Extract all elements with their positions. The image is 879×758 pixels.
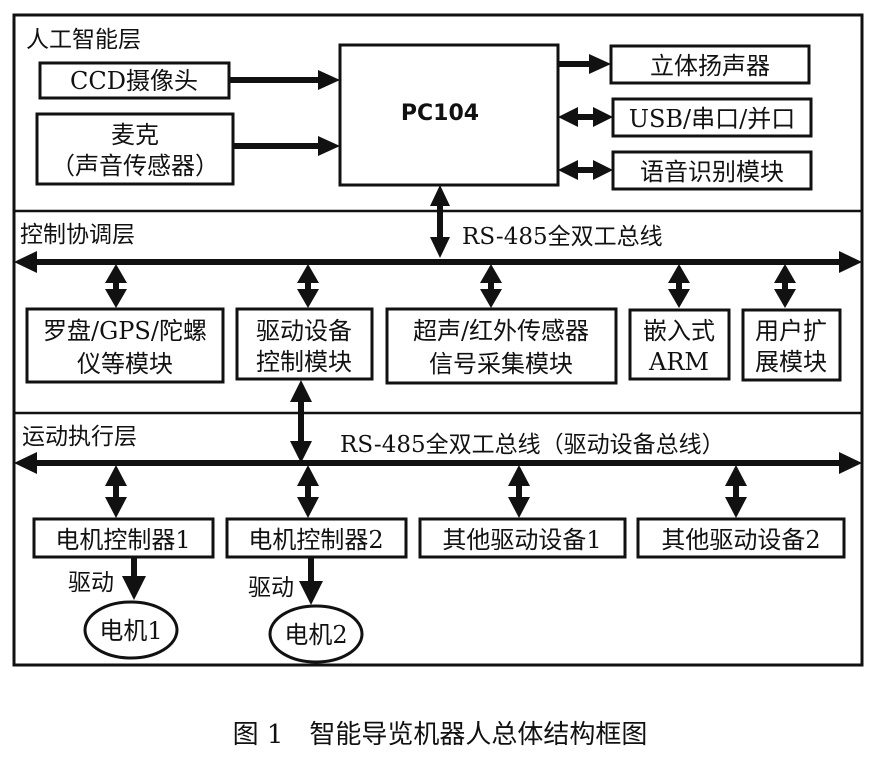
speech-recognition-label: 语音识别模块 bbox=[640, 158, 784, 186]
pc104-box bbox=[338, 43, 560, 187]
drive-control-line2: 控制模块 bbox=[256, 348, 352, 376]
other-drive-device-2-label: 其他驱动设备2 bbox=[661, 526, 820, 554]
microphone-label: 麦克 bbox=[111, 121, 159, 149]
motion-bus-line bbox=[14, 452, 862, 474]
motor-controller-2-box bbox=[225, 517, 408, 559]
arrow-pc104-to-control-bus bbox=[430, 185, 450, 258]
user-extension-box bbox=[741, 308, 842, 382]
arrow-pc104-to-speaker bbox=[558, 54, 611, 74]
figure-caption: 图 1 智能导览机器人总体结构框图 bbox=[233, 720, 648, 750]
ccd-camera-label: CCD摄像头 bbox=[70, 67, 198, 95]
motor-1-label: 电机1 bbox=[99, 617, 162, 645]
motor-2-ellipse bbox=[268, 604, 364, 664]
speech-recognition-box bbox=[611, 150, 813, 191]
arrow-drive-motor-2 bbox=[299, 557, 323, 605]
pc104-label: PC104 bbox=[401, 101, 479, 126]
connector-motor-ctrl-1 bbox=[105, 465, 127, 518]
connector-other-device-1 bbox=[508, 465, 530, 518]
ultrasonic-infrared-line2: 信号采集模块 bbox=[429, 350, 573, 378]
embedded-arm-line2: ARM bbox=[648, 348, 709, 376]
ultrasonic-infrared-box bbox=[385, 307, 618, 385]
drive-control-line1: 驱动设备 bbox=[256, 317, 352, 345]
control-bus-label: RS-485全双工总线 bbox=[462, 224, 663, 250]
speaker-box bbox=[609, 44, 811, 85]
connector-other-device-2 bbox=[725, 465, 747, 518]
motor-controller-1-box bbox=[32, 517, 215, 559]
other-drive-device-2-box bbox=[636, 517, 846, 559]
other-drive-device-1-box bbox=[418, 517, 627, 559]
motion-bus-label: RS-485全双工总线（驱动设备总线） bbox=[340, 432, 725, 458]
arrow-pc104-usb-bidirectional bbox=[558, 107, 613, 127]
arrow-drive-motor-1 bbox=[122, 557, 146, 600]
motor-controller-2-label: 电机控制器2 bbox=[248, 526, 383, 554]
drive-label-2: 驱动 bbox=[248, 575, 294, 601]
arrow-pc104-speech-bidirectional bbox=[558, 160, 613, 180]
arrow-mic-to-pc104 bbox=[233, 136, 340, 156]
compass-gps-gyro-line1: 罗盘/GPS/陀螺 bbox=[43, 317, 207, 345]
embedded-arm-line1: 嵌入式 bbox=[643, 317, 715, 345]
connector-compass bbox=[105, 264, 127, 308]
arrow-drive-control-to-motion-bus bbox=[290, 380, 312, 463]
outer-frame bbox=[12, 13, 864, 667]
other-drive-device-1-label: 其他驱动设备1 bbox=[442, 526, 601, 554]
ccd-camera-box bbox=[38, 61, 231, 100]
connector-drive-control bbox=[297, 264, 319, 308]
motor-1-ellipse bbox=[83, 600, 179, 660]
control-bus-connectors bbox=[105, 264, 796, 308]
microphone-sublabel: （声音传感器） bbox=[51, 152, 219, 180]
ultrasonic-infrared-line1: 超声/红外传感器 bbox=[413, 317, 589, 345]
embedded-arm-box bbox=[628, 308, 731, 381]
drive-label-1: 驱动 bbox=[68, 570, 114, 596]
motion-bus-connectors bbox=[105, 465, 747, 518]
layer-label-control: 控制协调层 bbox=[20, 222, 135, 248]
motor-controller-1-label: 电机控制器1 bbox=[55, 526, 190, 554]
user-extension-line1: 用户扩 bbox=[755, 317, 827, 345]
usb-serial-parallel-box bbox=[611, 97, 813, 138]
connector-sensor bbox=[480, 264, 502, 308]
connector-motor-ctrl-2 bbox=[297, 465, 319, 518]
drive-control-module-box bbox=[235, 307, 374, 381]
control-bus-line bbox=[14, 251, 862, 273]
layer-label-ai: 人工智能层 bbox=[26, 27, 141, 53]
compass-gps-gyro-line2: 仪等模块 bbox=[77, 350, 173, 378]
compass-gps-gyro-box bbox=[25, 307, 225, 384]
layer-label-motion: 运动执行层 bbox=[22, 424, 137, 450]
user-extension-line2: 展模块 bbox=[755, 348, 827, 376]
connector-arm bbox=[668, 264, 690, 308]
speaker-label: 立体扬声器 bbox=[650, 52, 770, 80]
arrow-ccd-to-pc104 bbox=[229, 70, 340, 90]
usb-serial-parallel-label: USB/串口/并口 bbox=[629, 105, 795, 133]
motor-2-label: 电机2 bbox=[284, 621, 347, 649]
connector-user-ext bbox=[774, 264, 796, 308]
